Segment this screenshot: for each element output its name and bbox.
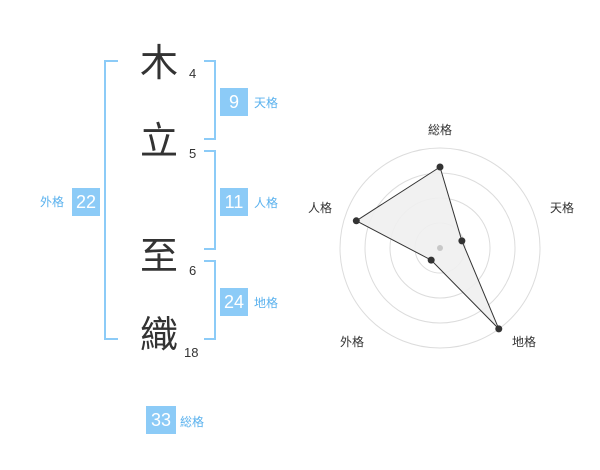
name-char-4: 織: [140, 313, 179, 357]
jinkaku-bracket: [204, 150, 216, 250]
name-char-3: 至: [140, 234, 179, 278]
stroke-count-4: 18: [184, 345, 199, 360]
radar-label-gaikaku: 外格: [340, 335, 365, 349]
soukaku-badge: 33: [146, 406, 176, 434]
radar-label-jinkaku: 人格: [308, 201, 333, 215]
gaikaku-badge: 22: [72, 188, 100, 216]
soukaku-label: 総格: [180, 415, 205, 429]
radar-point-5: [352, 217, 360, 225]
radar-label-soukaku: 総格: [428, 123, 453, 137]
radar-point-1: [436, 163, 444, 171]
tenkaku-badge: 9: [220, 88, 248, 116]
radar-label-tenkaku: 天格: [550, 201, 575, 215]
radar-series: [355, 166, 500, 330]
stroke-count-2: 5: [189, 146, 197, 161]
gaikaku-bracket: [104, 60, 118, 340]
chikaku-bracket: [204, 260, 216, 340]
radar-point-2: [458, 237, 466, 245]
chikaku-badge: 24: [220, 288, 248, 316]
radar-point-4: [427, 256, 435, 264]
jinkaku-badge: 11: [220, 188, 248, 216]
name-char-1: 木: [140, 41, 179, 85]
radar-point-3: [495, 325, 503, 333]
radar-center-dot: [437, 245, 443, 251]
radar-points: [352, 163, 503, 333]
name-char-2: 立: [140, 119, 179, 163]
jinkaku-label: 人格: [254, 196, 279, 210]
radar-label-chikaku: 地格: [512, 335, 537, 349]
radar-ring: [339, 147, 541, 349]
tenkaku-bracket: [204, 60, 216, 140]
gaikaku-label: 外格: [40, 195, 65, 209]
chikaku-label: 地格: [254, 296, 279, 310]
stroke-count-1: 4: [189, 66, 197, 81]
stroke-count-3: 6: [189, 263, 197, 278]
tenkaku-label: 天格: [254, 96, 279, 110]
